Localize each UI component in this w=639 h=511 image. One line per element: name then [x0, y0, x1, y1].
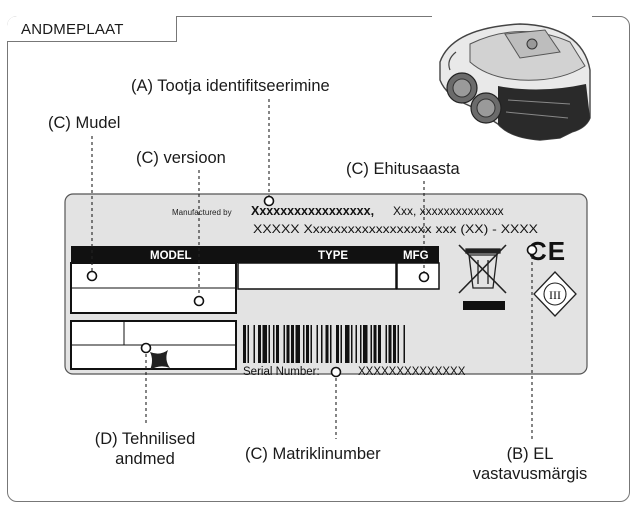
leader-dots	[86, 195, 538, 378]
plate-address-line1: Xxx, xxxxxxxxxxxxxx	[393, 204, 504, 218]
barcode-bar	[276, 325, 279, 363]
barcode-bar	[283, 325, 285, 363]
barcode-bar	[253, 325, 255, 363]
barcode	[243, 325, 405, 363]
plate-manufactured-by: Manufactured by	[172, 208, 232, 217]
barcode-bar	[316, 325, 318, 363]
callout-b-ce: (B) EL vastavusmärgis	[455, 444, 605, 484]
barcode-bar	[336, 325, 339, 363]
barcode-bar	[273, 325, 275, 363]
barcode-bar	[385, 325, 387, 363]
panel-title: ANDMEPLAAT	[21, 21, 124, 38]
barcode-bar	[388, 325, 392, 363]
plate-address-line2: XXXXX Xxxxxxxxxxxxxxxxxx xxx (XX) - XXXX	[253, 222, 538, 236]
plate-col-model: MODEL	[150, 250, 192, 262]
plate-mfg-box	[396, 262, 440, 290]
barcode-bar	[247, 325, 249, 363]
barcode-bar	[351, 325, 353, 363]
svg-text:III: III	[549, 288, 561, 302]
plate-col-type: TYPE	[318, 250, 348, 262]
barcode-bar	[330, 325, 332, 363]
callout-b-line2: vastavusmärgis	[472, 465, 588, 483]
barcode-bar	[345, 325, 350, 363]
barcode-bar	[286, 325, 290, 363]
panel-tab: ANDMEPLAAT	[7, 16, 177, 42]
robot-logo-icon	[150, 350, 170, 370]
barcode-bar	[303, 325, 305, 363]
plate-type-box	[237, 262, 397, 290]
callout-b-line1: (B) EL	[506, 445, 554, 463]
barcode-bar	[291, 325, 294, 363]
callout-c-year: (C) Ehitusaasta	[346, 160, 460, 178]
barcode-bar	[393, 325, 396, 363]
robot-mower-image	[439, 23, 591, 141]
callout-c-serial: (C) Matriklinumber	[245, 445, 381, 463]
barcode-bar	[397, 325, 399, 363]
plate-serial-label: Serial Number:	[243, 366, 320, 378]
barcode-bar	[306, 325, 309, 363]
barcode-bar	[340, 325, 342, 363]
callout-d-technical: (D) Tehnilised andmed	[70, 429, 220, 469]
plate-header-bar	[71, 246, 439, 263]
barcode-bar	[258, 325, 261, 363]
panel-frame	[7, 16, 630, 502]
barcode-bar	[403, 325, 405, 363]
callout-d-line2: andmed	[115, 450, 175, 468]
barcode-bar	[243, 325, 246, 363]
class-iii-icon: III	[533, 271, 577, 317]
barcode-bar	[268, 325, 270, 363]
barcode-bar	[370, 325, 372, 363]
barcode-bar	[325, 325, 329, 363]
plate-manufacturer-name: Xxxxxxxxxxxxxxxxx,	[251, 204, 374, 218]
plate-serial-value: XXXXXXXXXXXXXX	[358, 366, 466, 378]
barcode-bar	[321, 325, 323, 363]
plate-col-mfg: MFG	[403, 250, 429, 262]
barcode-bar	[363, 325, 368, 363]
callout-c-model: (C) Mudel	[48, 114, 121, 132]
barcode-bar	[378, 325, 381, 363]
leader-lines	[91, 99, 533, 440]
barcode-bar	[295, 325, 300, 363]
callout-c-version: (C) versioon	[136, 149, 226, 167]
barcode-bar	[373, 325, 377, 363]
barcode-bar	[360, 325, 362, 363]
callout-d-line1: (D) Tehnilised	[94, 430, 196, 448]
weee-bin-icon	[458, 244, 507, 310]
barcode-bar	[355, 325, 357, 363]
barcode-bar	[310, 325, 312, 363]
callout-a-manufacturer: (A) Tootja identifitseerimine	[131, 77, 330, 95]
barcode-bar	[262, 325, 267, 363]
